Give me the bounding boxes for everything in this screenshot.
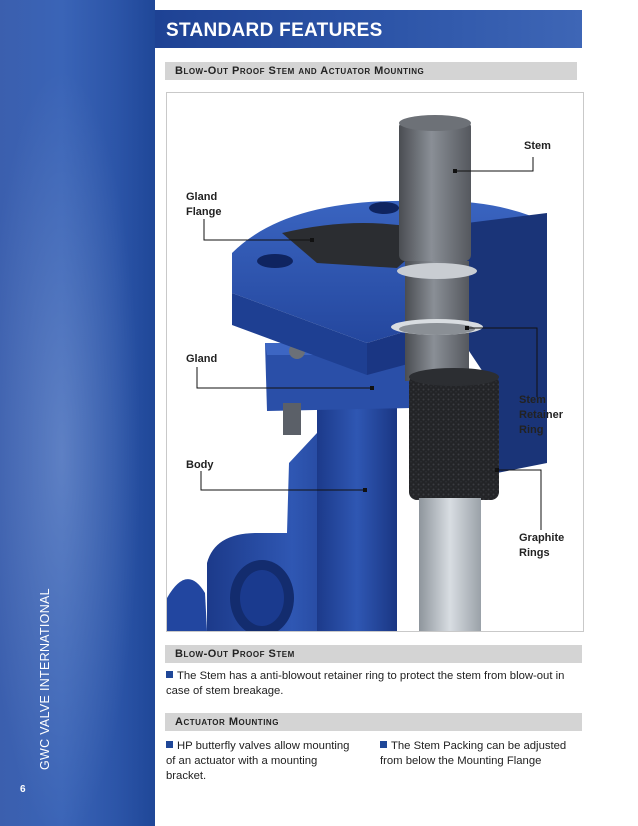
valve-cutaway-figure: Stem Gland Flange Gland Stem Retainer Ri… xyxy=(166,92,584,632)
actuator-bullet-2: The Stem Packing can be adjusted from be… xyxy=(380,739,580,769)
bullet-square-icon xyxy=(166,671,173,678)
actuator-bullet-2-text: The Stem Packing can be adjusted from be… xyxy=(380,740,567,767)
page-number: 6 xyxy=(20,784,26,795)
figure-section-bar: Blow-Out Proof Stem and Actuator Mountin… xyxy=(165,62,577,80)
blowout-text: The Stem has a anti-blowout retainer rin… xyxy=(166,670,565,697)
callout-stem-retainer-ring: Stem Retainer Ring xyxy=(519,394,564,436)
company-name-vertical: GWC VALVE INTERNATIONAL xyxy=(38,588,52,770)
actuator-bullet-1: HP butterfly valves allow mounting of an… xyxy=(166,739,358,784)
blowout-section-bar: Blow-Out Proof Stem xyxy=(165,645,582,663)
figure-section-title: Blow-Out Proof Stem and Actuator Mountin… xyxy=(175,65,425,77)
actuator-section-bar: Actuator Mounting xyxy=(165,713,582,731)
page-title: STANDARD FEATURES xyxy=(166,20,383,41)
blowout-paragraph: The Stem has a anti-blowout retainer rin… xyxy=(166,669,578,699)
bullet-square-icon xyxy=(380,741,387,748)
leader-lines xyxy=(196,157,542,530)
valve-cutaway-illustration xyxy=(167,115,547,631)
actuator-section-title: Actuator Mounting xyxy=(175,716,279,728)
blowout-section-title: Blow-Out Proof Stem xyxy=(175,648,295,660)
actuator-bullet-1-text: HP butterfly valves allow mounting of an… xyxy=(166,740,350,782)
callout-stem: Stem xyxy=(524,140,551,152)
callout-gland: Gland xyxy=(186,353,218,365)
callout-graphite-rings: Graphite Rings xyxy=(519,532,565,559)
bullet-square-icon xyxy=(166,741,173,748)
side-band xyxy=(0,0,155,826)
callout-body: Body xyxy=(186,459,214,471)
callout-gland-flange: Gland Flange xyxy=(186,191,222,218)
header-bar: STANDARD FEATURES xyxy=(155,10,582,48)
